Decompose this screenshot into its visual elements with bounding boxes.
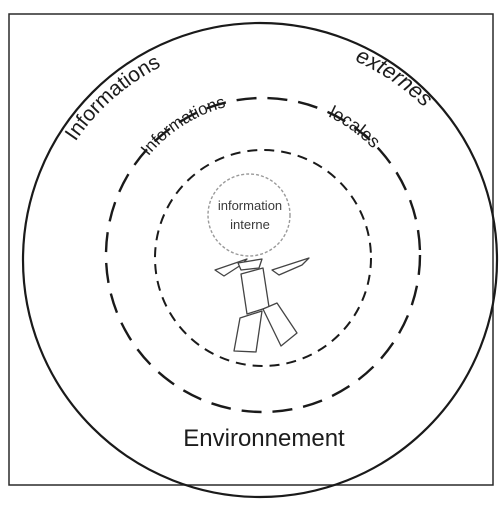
paper-figure-icon: [214, 257, 310, 353]
environment-label: Environnement: [183, 425, 345, 452]
outer-circle: [21, 21, 499, 499]
center-circle: [207, 173, 291, 257]
middle-arc-right-label: locales: [326, 102, 384, 152]
inner-dashed-circle: [154, 149, 372, 367]
center-label-line2: interne: [230, 217, 270, 232]
middle-arc-left-label: Informations: [137, 92, 227, 159]
outer-arc-right-label: externes: [352, 43, 437, 112]
middle-dashed-circle: [104, 96, 422, 414]
outer-arc-left-label: Informations: [61, 50, 164, 144]
diagram-frame: [8, 13, 494, 486]
center-label-line1: information: [218, 198, 282, 213]
